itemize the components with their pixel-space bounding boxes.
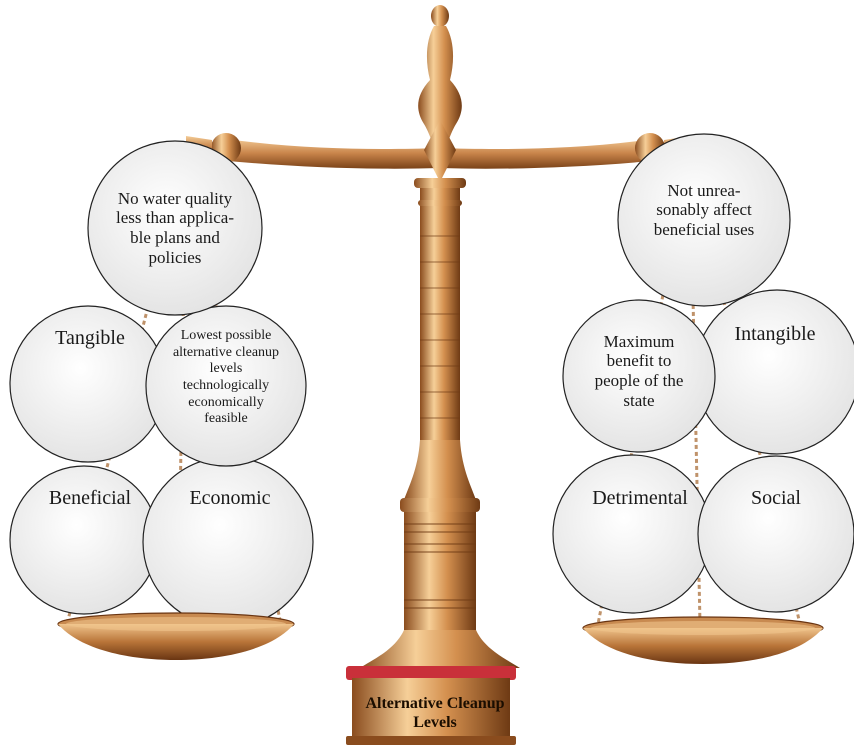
label-social: Social — [751, 486, 801, 509]
pillar-rings — [420, 235, 460, 419]
label-maximum-benefit: Maximum benefit to people of the state — [594, 331, 684, 410]
base-collar — [346, 666, 516, 680]
label-lowest-possible: Lowest possible alternative cleanup leve… — [172, 328, 280, 427]
left-pan — [57, 612, 295, 660]
pillar-flare — [404, 440, 476, 500]
label-economic: Economic — [189, 486, 271, 509]
finial — [418, 26, 462, 172]
label-not-unreasonably: Not unrea-sonably affect beneficial uses — [653, 180, 755, 239]
finial-knob — [431, 5, 449, 27]
scale-structure — [186, 5, 690, 745]
bubble-not-unreasonably — [617, 133, 791, 307]
base — [352, 678, 510, 744]
right-pan — [582, 616, 824, 664]
center-pointer — [424, 120, 456, 182]
bubble-social — [697, 455, 854, 613]
label-beneficial: Beneficial — [48, 486, 132, 509]
bubble-lowest-possible — [145, 305, 307, 467]
left-bubbles — [9, 140, 314, 628]
bubble-maximum-benefit — [562, 299, 716, 453]
right-bubbles — [552, 133, 854, 614]
label-intangible: Intangible — [734, 322, 816, 345]
bubble-no-water-quality — [87, 140, 263, 316]
label-detrimental: Detrimental — [592, 486, 688, 509]
base-label: Alternative Cleanup Levels — [365, 694, 505, 731]
label-no-water-quality: No water quality less than applica-ble p… — [115, 188, 234, 267]
pillar — [420, 178, 460, 448]
label-tangible: Tangible — [55, 326, 125, 349]
